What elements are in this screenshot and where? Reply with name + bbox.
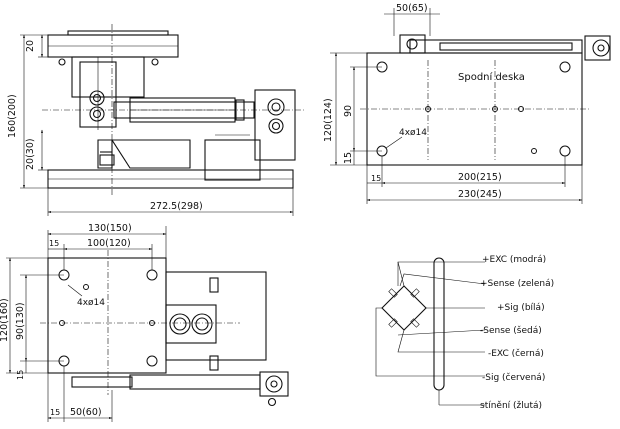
top-dim-50: 50(60) [70, 407, 102, 418]
bottom-dim-90: 90 [343, 105, 354, 117]
side-view: 20 160(200) 20(30) 272.5(298) [7, 24, 305, 216]
top-holes-label: 4xø14 [77, 298, 105, 308]
wire-shield: stínění (žlutá) [480, 401, 542, 411]
bottom-dim-230: 230(245) [458, 189, 502, 200]
bottom-dim-15-left: 15 [343, 152, 354, 164]
bottom-dim-200: 200(215) [458, 172, 502, 183]
side-dim-20-mid: 20(30) [25, 138, 36, 170]
top-dim-15-bottom: 15 [50, 408, 60, 417]
top-dim-90: 90(130) [15, 302, 26, 340]
bottom-dim-15-bottom: 15 [371, 174, 381, 183]
bottom-holes-label: 4xø14 [399, 128, 427, 138]
top-dim-15-side: 15 [16, 370, 25, 380]
wire-sig-plus: +Sig (bílá) [497, 303, 545, 313]
wire-sig-minus: -Sig (červená) [482, 372, 545, 383]
bottom-plate-view: Spodní deska 4xø14 50(65) 120(124) 90 15… [323, 3, 611, 204]
side-dim-20-top: 20 [25, 40, 36, 52]
top-dim-100: 100(120) [87, 238, 131, 249]
top-dim-130: 130(150) [88, 223, 132, 234]
bottom-dim-height: 120(124) [323, 98, 334, 142]
wire-exc-minus: -EXC (černá) [488, 348, 544, 359]
wire-exc-plus: +EXC (modrá) [482, 255, 546, 265]
bottom-dim-50: 50(65) [396, 3, 428, 14]
bottom-plate-label: Spodní deska [458, 71, 525, 83]
wire-sense-minus: -Sense (šedá) [480, 325, 542, 336]
side-dim-total-height: 160(200) [7, 94, 18, 138]
wiring-diagram: +EXC (modrá) +Sense (zelená) +Sig (bílá)… [375, 255, 554, 411]
top-view: 4xø14 130(150) 100(120) 15 120(160) 90(1… [0, 223, 289, 422]
top-dim-15-top: 15 [49, 239, 59, 248]
top-dim-120: 120(160) [0, 298, 10, 342]
wire-sense-plus: +Sense (zelená) [480, 279, 554, 289]
side-dim-length: 272.5(298) [150, 201, 203, 212]
